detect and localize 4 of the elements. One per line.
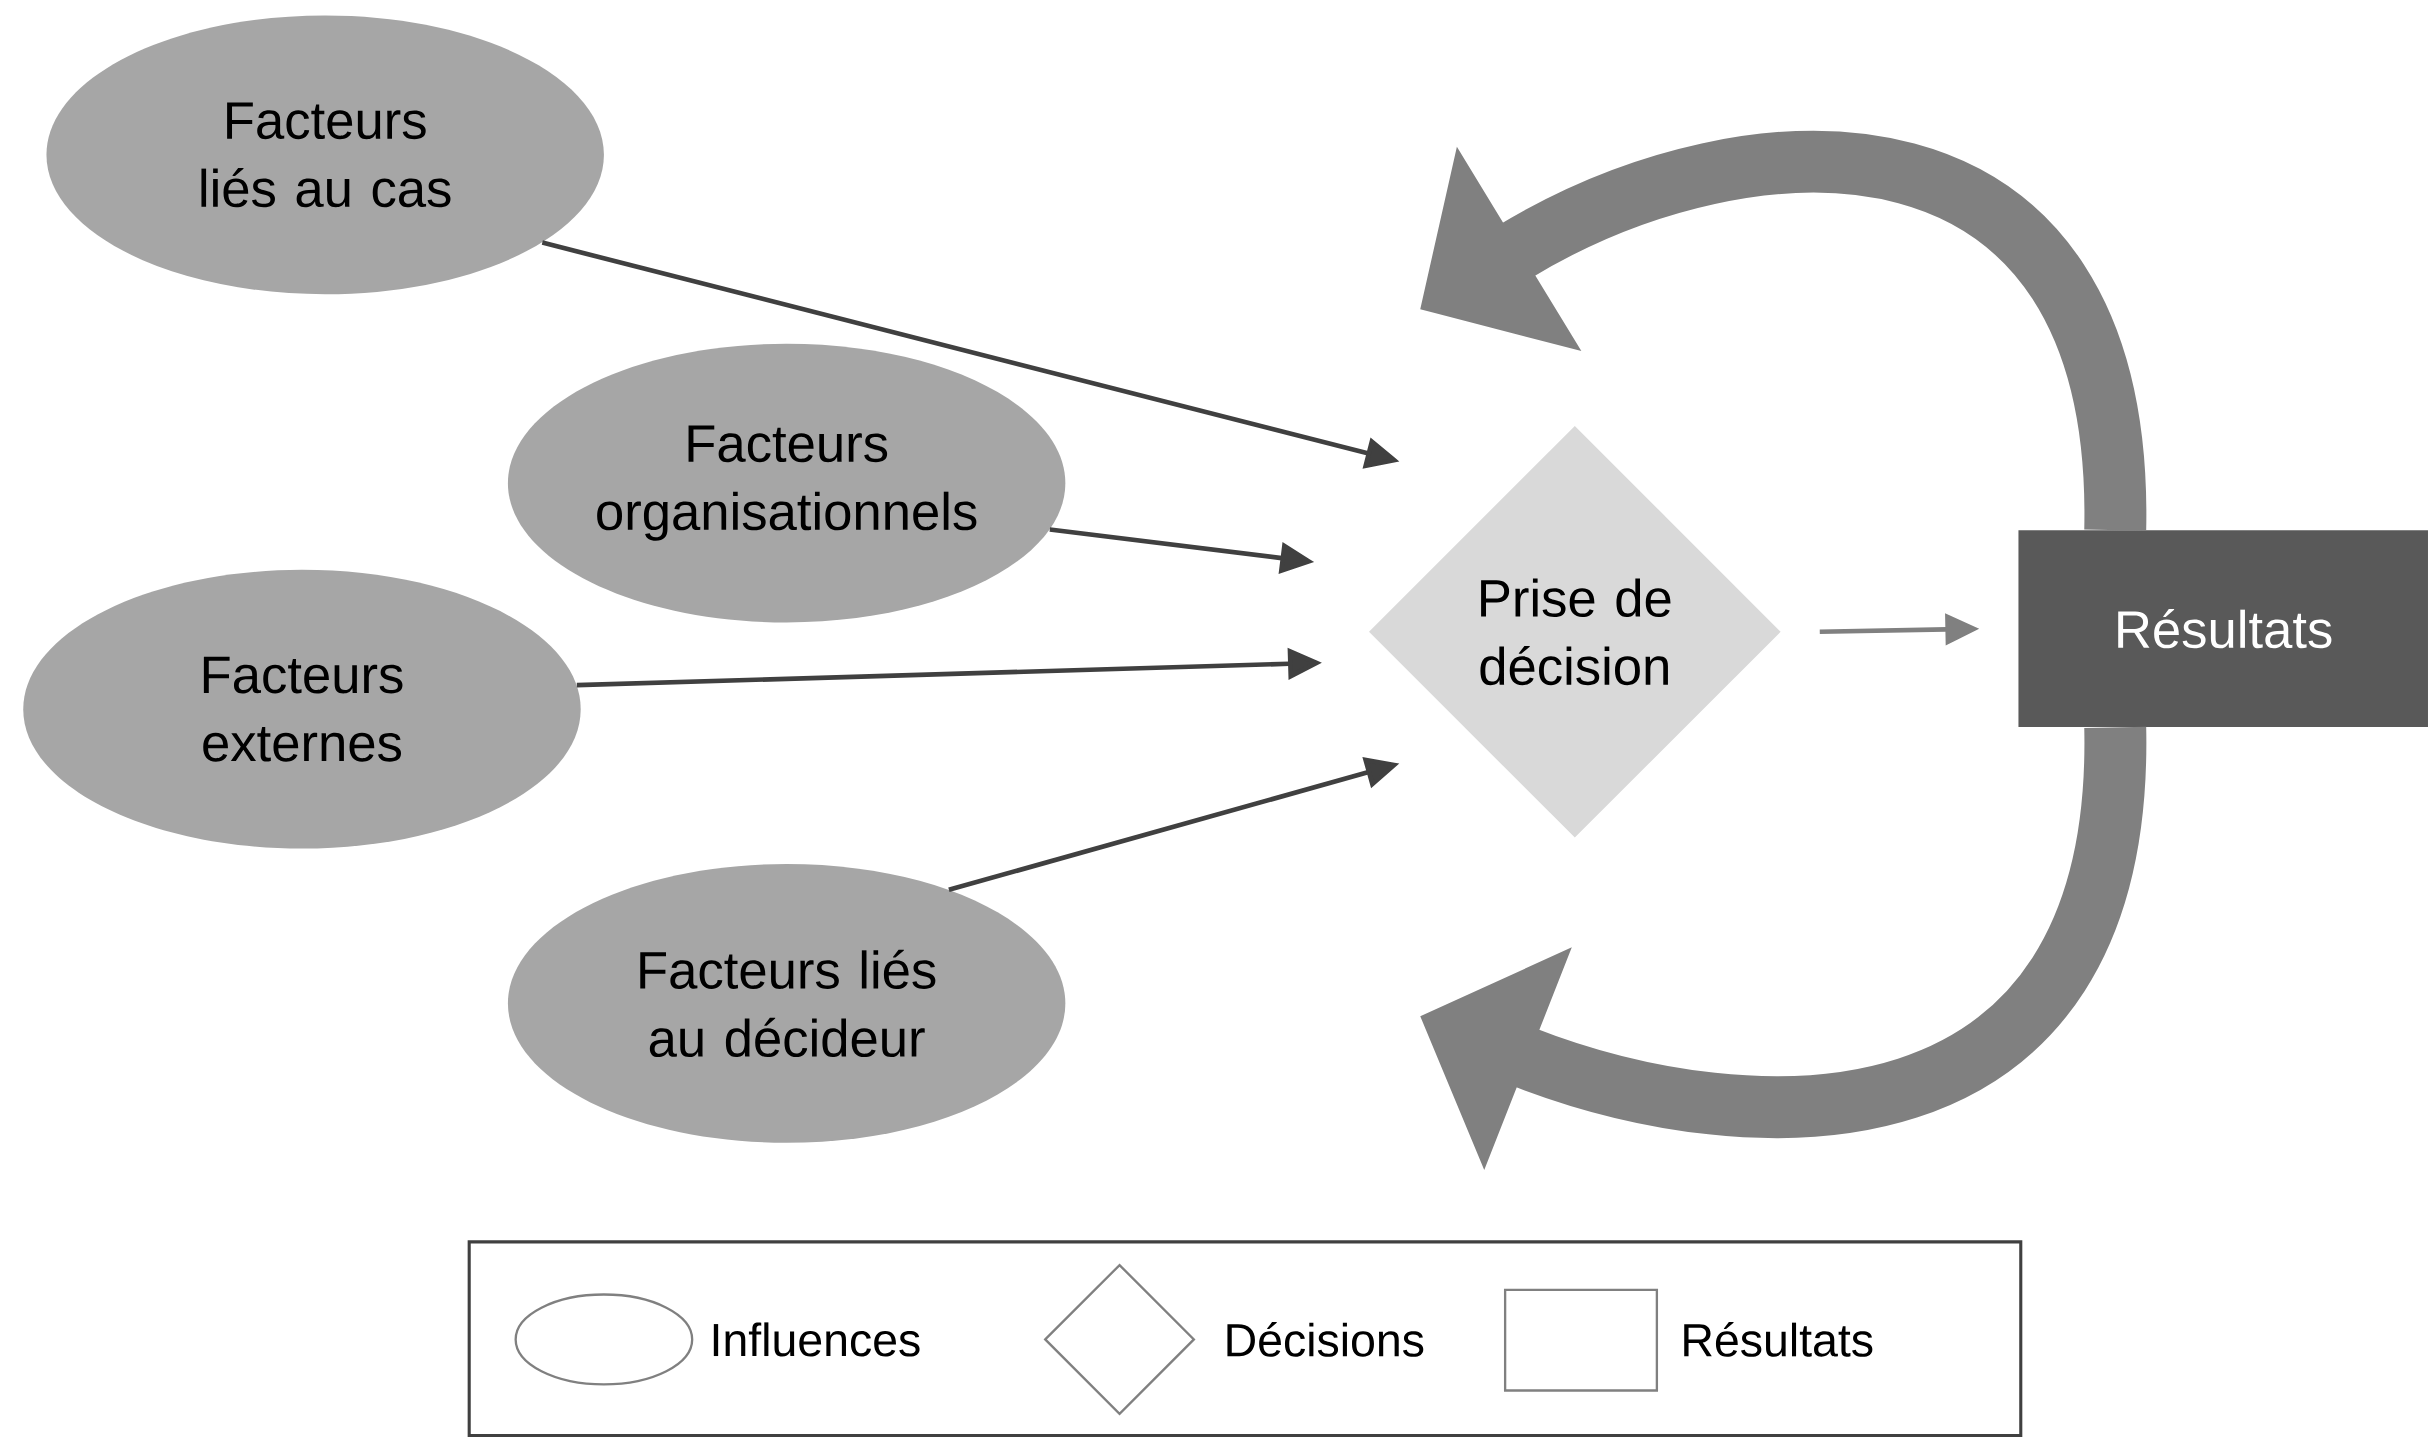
- legend-text: Résultats: [1684, 1322, 1873, 1357]
- result-box: Résultats: [2018, 530, 2428, 728]
- legend-text: Influences: [713, 1322, 920, 1357]
- legend-text: Décisions: [1227, 1322, 1424, 1357]
